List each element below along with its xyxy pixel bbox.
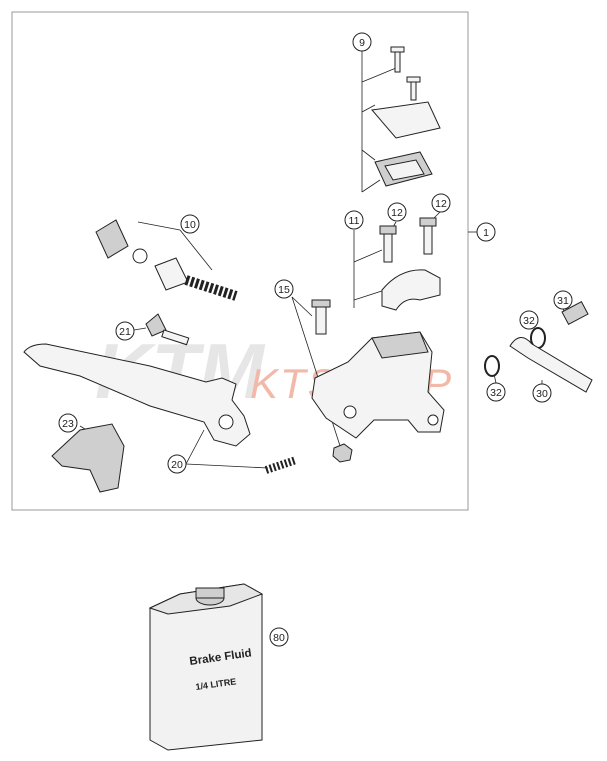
callout-1[interactable]: 1	[476, 222, 496, 242]
adjuster-group	[133, 313, 190, 346]
callout-23[interactable]: 23	[58, 413, 78, 433]
lever-boot-group	[51, 423, 125, 493]
brake-fluid-bottle: Brake Fluid 1/4 LITRE	[148, 583, 264, 751]
lever-boot	[51, 423, 125, 493]
svg-text:10: 10	[184, 219, 196, 231]
svg-text:30: 30	[536, 388, 548, 400]
svg-text:21: 21	[119, 326, 131, 338]
handlebar-clamp	[381, 269, 441, 311]
callout-10[interactable]: 10	[180, 214, 200, 234]
svg-text:12: 12	[435, 198, 447, 210]
clamp-group	[353, 211, 441, 311]
svg-text:15: 15	[278, 284, 290, 296]
callout-32b[interactable]: 32	[486, 382, 506, 402]
piston-set-group	[95, 219, 238, 301]
hose-fitting-group	[484, 300, 593, 393]
callout-21[interactable]: 21	[115, 321, 135, 341]
cover-screw	[410, 79, 417, 101]
reservoir-cover	[371, 101, 441, 139]
pivot-pin	[315, 303, 327, 335]
svg-text:11: 11	[349, 215, 360, 227]
svg-text:23: 23	[62, 418, 74, 430]
clamp-bolt	[383, 231, 393, 263]
brake-hose	[509, 337, 593, 393]
callout-30[interactable]: 30	[532, 383, 552, 403]
piston-boot	[95, 219, 129, 259]
spring-group	[185, 429, 298, 474]
svg-text:31: 31	[557, 295, 569, 307]
pivot-nut	[332, 443, 353, 463]
callout-20[interactable]: 20	[167, 454, 187, 474]
return-spring	[264, 456, 298, 474]
brake-lever	[23, 343, 251, 447]
circlip	[132, 248, 148, 264]
svg-text:32: 32	[523, 315, 535, 327]
sealing-washer	[484, 355, 500, 377]
svg-text:20: 20	[171, 459, 183, 471]
callout-32a[interactable]: 32	[519, 310, 539, 330]
piston-spring	[184, 275, 238, 301]
callout-15[interactable]: 15	[274, 279, 294, 299]
assembly-frame	[11, 11, 469, 511]
svg-text:12: 12	[391, 207, 403, 219]
svg-text:9: 9	[359, 37, 365, 49]
callout-12a[interactable]: 12	[387, 202, 407, 222]
master-cylinder-body	[311, 331, 445, 439]
piston	[154, 257, 189, 291]
reservoir-cover-group	[361, 46, 441, 193]
clamp-bolt	[423, 223, 433, 255]
cover-screw	[394, 49, 401, 73]
callout-80[interactable]: 80	[269, 627, 289, 647]
banjo-bolt	[561, 300, 589, 326]
callout-9[interactable]: 9	[352, 32, 372, 52]
callout-12b[interactable]: 12	[431, 193, 451, 213]
adjuster-knob	[145, 313, 167, 337]
pivot-pin-group	[291, 296, 353, 463]
adjuster-screw	[161, 329, 190, 346]
svg-text:1: 1	[483, 227, 489, 239]
svg-text:32: 32	[490, 387, 502, 399]
svg-text:80: 80	[273, 632, 285, 644]
callout-31[interactable]: 31	[553, 290, 573, 310]
callout-11[interactable]: 11	[344, 210, 364, 230]
